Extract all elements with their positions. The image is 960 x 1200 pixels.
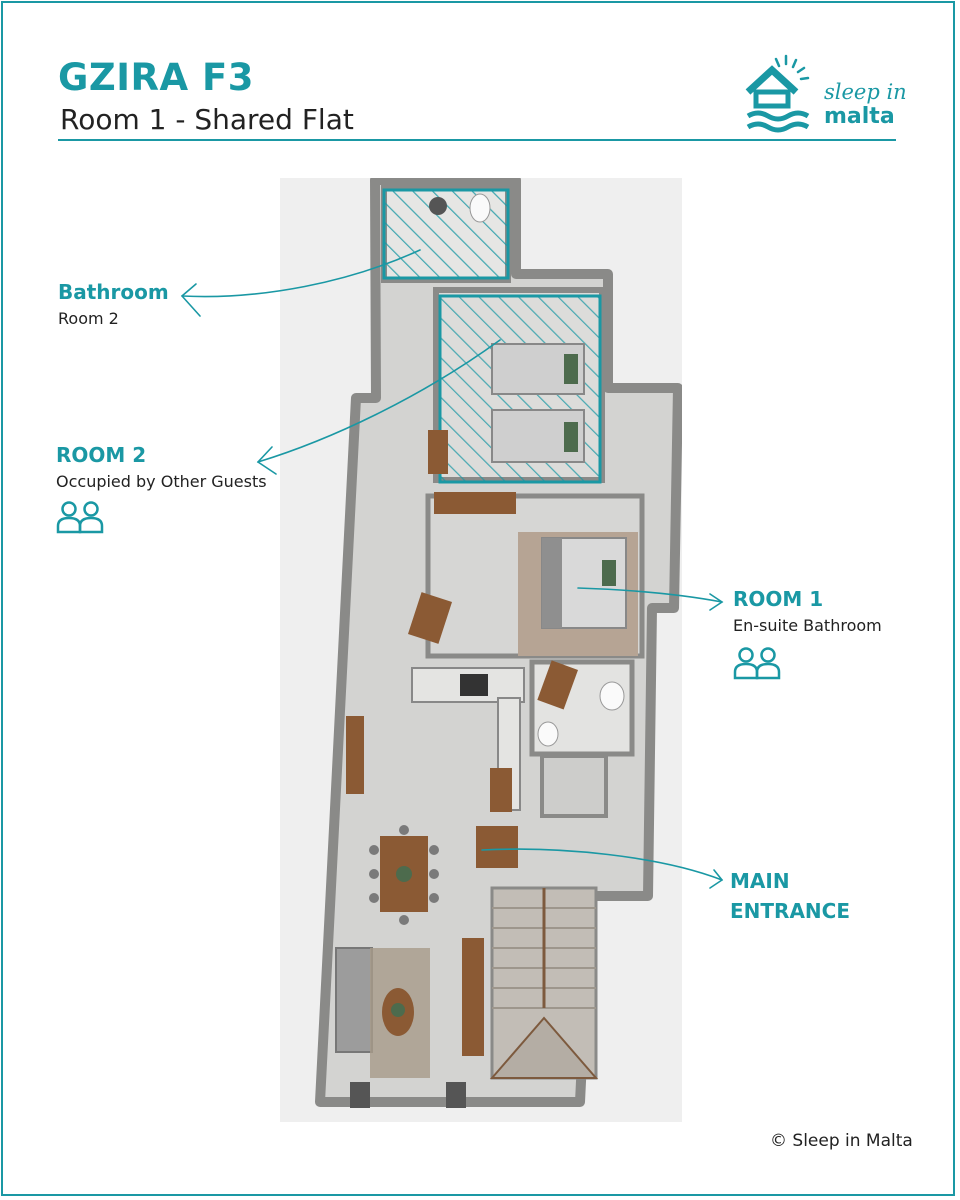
room1-sublabel: En-suite Bathroom <box>733 616 882 635</box>
room2-label: ROOM 2 <box>56 443 147 467</box>
logo-text-line1: sleep in <box>824 80 907 104</box>
brand-logo-icon <box>745 54 810 133</box>
logo-text-line2: malta <box>824 104 895 129</box>
entrance-label-line1: MAIN <box>730 869 790 893</box>
bathroom-label: Bathroom <box>58 280 169 304</box>
two-people-icon <box>733 647 781 680</box>
page-subtitle: Room 1 - Shared Flat <box>60 103 354 136</box>
two-people-icon <box>56 501 104 534</box>
room1-label: ROOM 1 <box>733 587 824 611</box>
room2-sublabel: Occupied by Other Guests <box>56 472 267 491</box>
bathroom-sublabel: Room 2 <box>58 309 119 328</box>
page-title: GZIRA F3 <box>58 56 254 99</box>
entrance-label-line2: ENTRANCE <box>730 899 850 923</box>
copyright-text: © Sleep in Malta <box>770 1131 913 1151</box>
floor-plan <box>280 178 682 1122</box>
header-divider <box>58 139 896 141</box>
